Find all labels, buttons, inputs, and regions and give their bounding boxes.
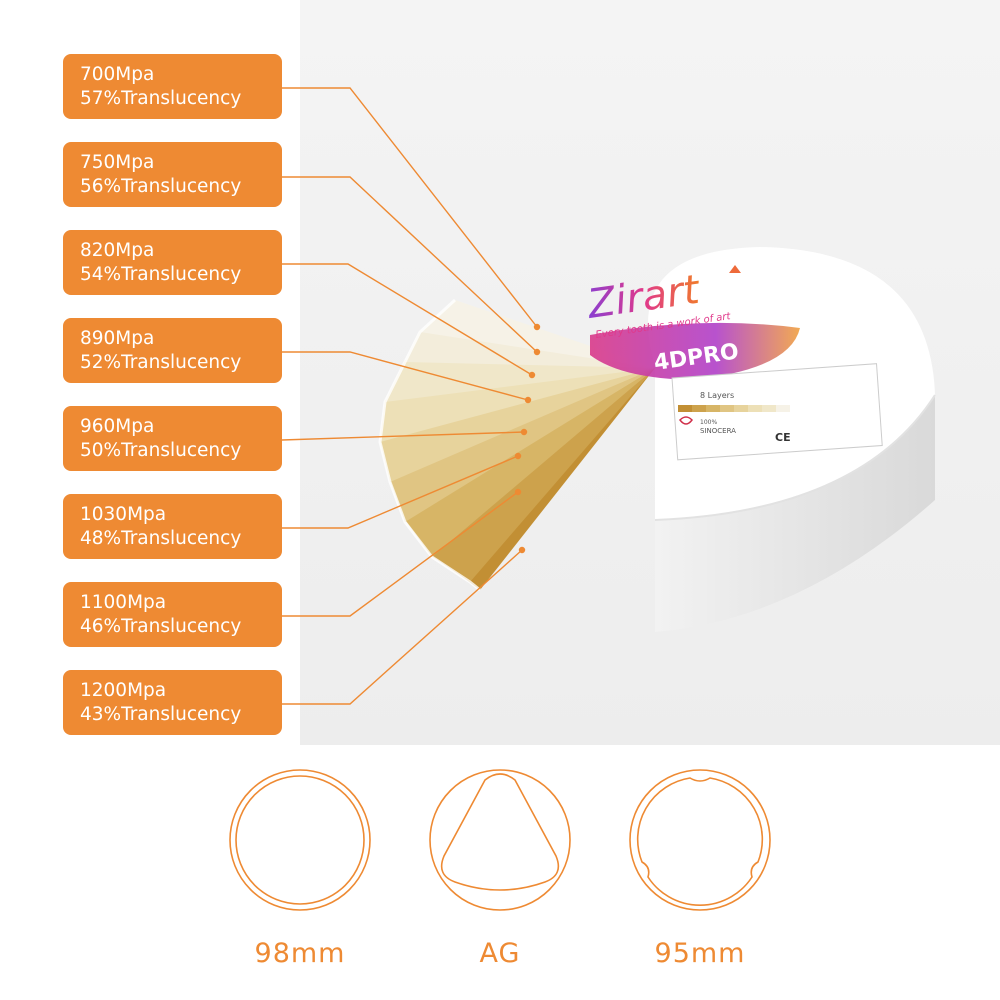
shape-caption-ag: AG	[479, 938, 521, 969]
translucency-text: 46%Translucency	[80, 616, 242, 637]
layer-label-5: 960Mpa 50%Translucency	[63, 406, 282, 471]
leader-line-1100	[282, 491, 519, 617]
translucency-text: 43%Translucency	[80, 704, 242, 725]
shape-caption-95mm: 95mm	[654, 938, 746, 969]
layer-label-6: 1030Mpa 48%Translucency	[63, 494, 282, 559]
leader-lines	[281, 87, 541, 705]
strength-text: 1200Mpa	[80, 680, 167, 701]
leader-line-1200	[282, 549, 523, 705]
round-disc-icon	[229, 769, 371, 911]
strength-text: 960Mpa	[80, 416, 155, 437]
leader-line-820	[282, 263, 533, 376]
shape-caption-98mm: 98mm	[254, 938, 346, 969]
layer-swatches	[678, 405, 790, 412]
layer-label-2: 750Mpa 56%Translucency	[63, 142, 282, 207]
maker-text: SINOCERA	[700, 427, 736, 435]
layer-label-4: 890Mpa 52%Translucency	[63, 318, 282, 383]
ag-disc-icon	[429, 769, 571, 911]
layer-label-3: 820Mpa 54%Translucency	[63, 230, 282, 295]
strength-text: 820Mpa	[80, 240, 155, 261]
strength-text: 1030Mpa	[80, 504, 167, 525]
strength-text: 700Mpa	[80, 64, 155, 85]
maker-logo-icon	[679, 416, 693, 425]
leader-line-750	[282, 176, 538, 353]
translucency-text: 54%Translucency	[80, 264, 242, 285]
layer-count: 8 Layers	[700, 391, 734, 400]
leader-line-890	[282, 351, 529, 401]
layer-label-7: 1100Mpa 46%Translucency	[63, 582, 282, 647]
strength-text: 890Mpa	[80, 328, 155, 349]
leader-line-700	[282, 87, 538, 328]
translucency-text: 57%Translucency	[80, 88, 242, 109]
purity-text: 100%	[700, 419, 717, 426]
ce-mark: CE	[775, 431, 791, 444]
strength-text: 1100Mpa	[80, 592, 167, 613]
layer-label-8: 1200Mpa 43%Translucency	[63, 670, 282, 735]
strength-text: 750Mpa	[80, 152, 155, 173]
translucency-text: 52%Translucency	[80, 352, 242, 373]
leader-line-1030	[282, 455, 519, 529]
leader-line-960	[281, 431, 525, 441]
layer-label-1: 700Mpa 57%Translucency	[63, 54, 282, 119]
layer-fan	[378, 298, 655, 592]
brand-label-area: Zirart Every tooth is a work of art 4DPR…	[584, 267, 883, 461]
translucency-text: 56%Translucency	[80, 176, 242, 197]
translucency-text: 48%Translucency	[80, 528, 242, 549]
notched-disc-icon	[629, 769, 771, 911]
translucency-text: 50%Translucency	[80, 440, 242, 461]
